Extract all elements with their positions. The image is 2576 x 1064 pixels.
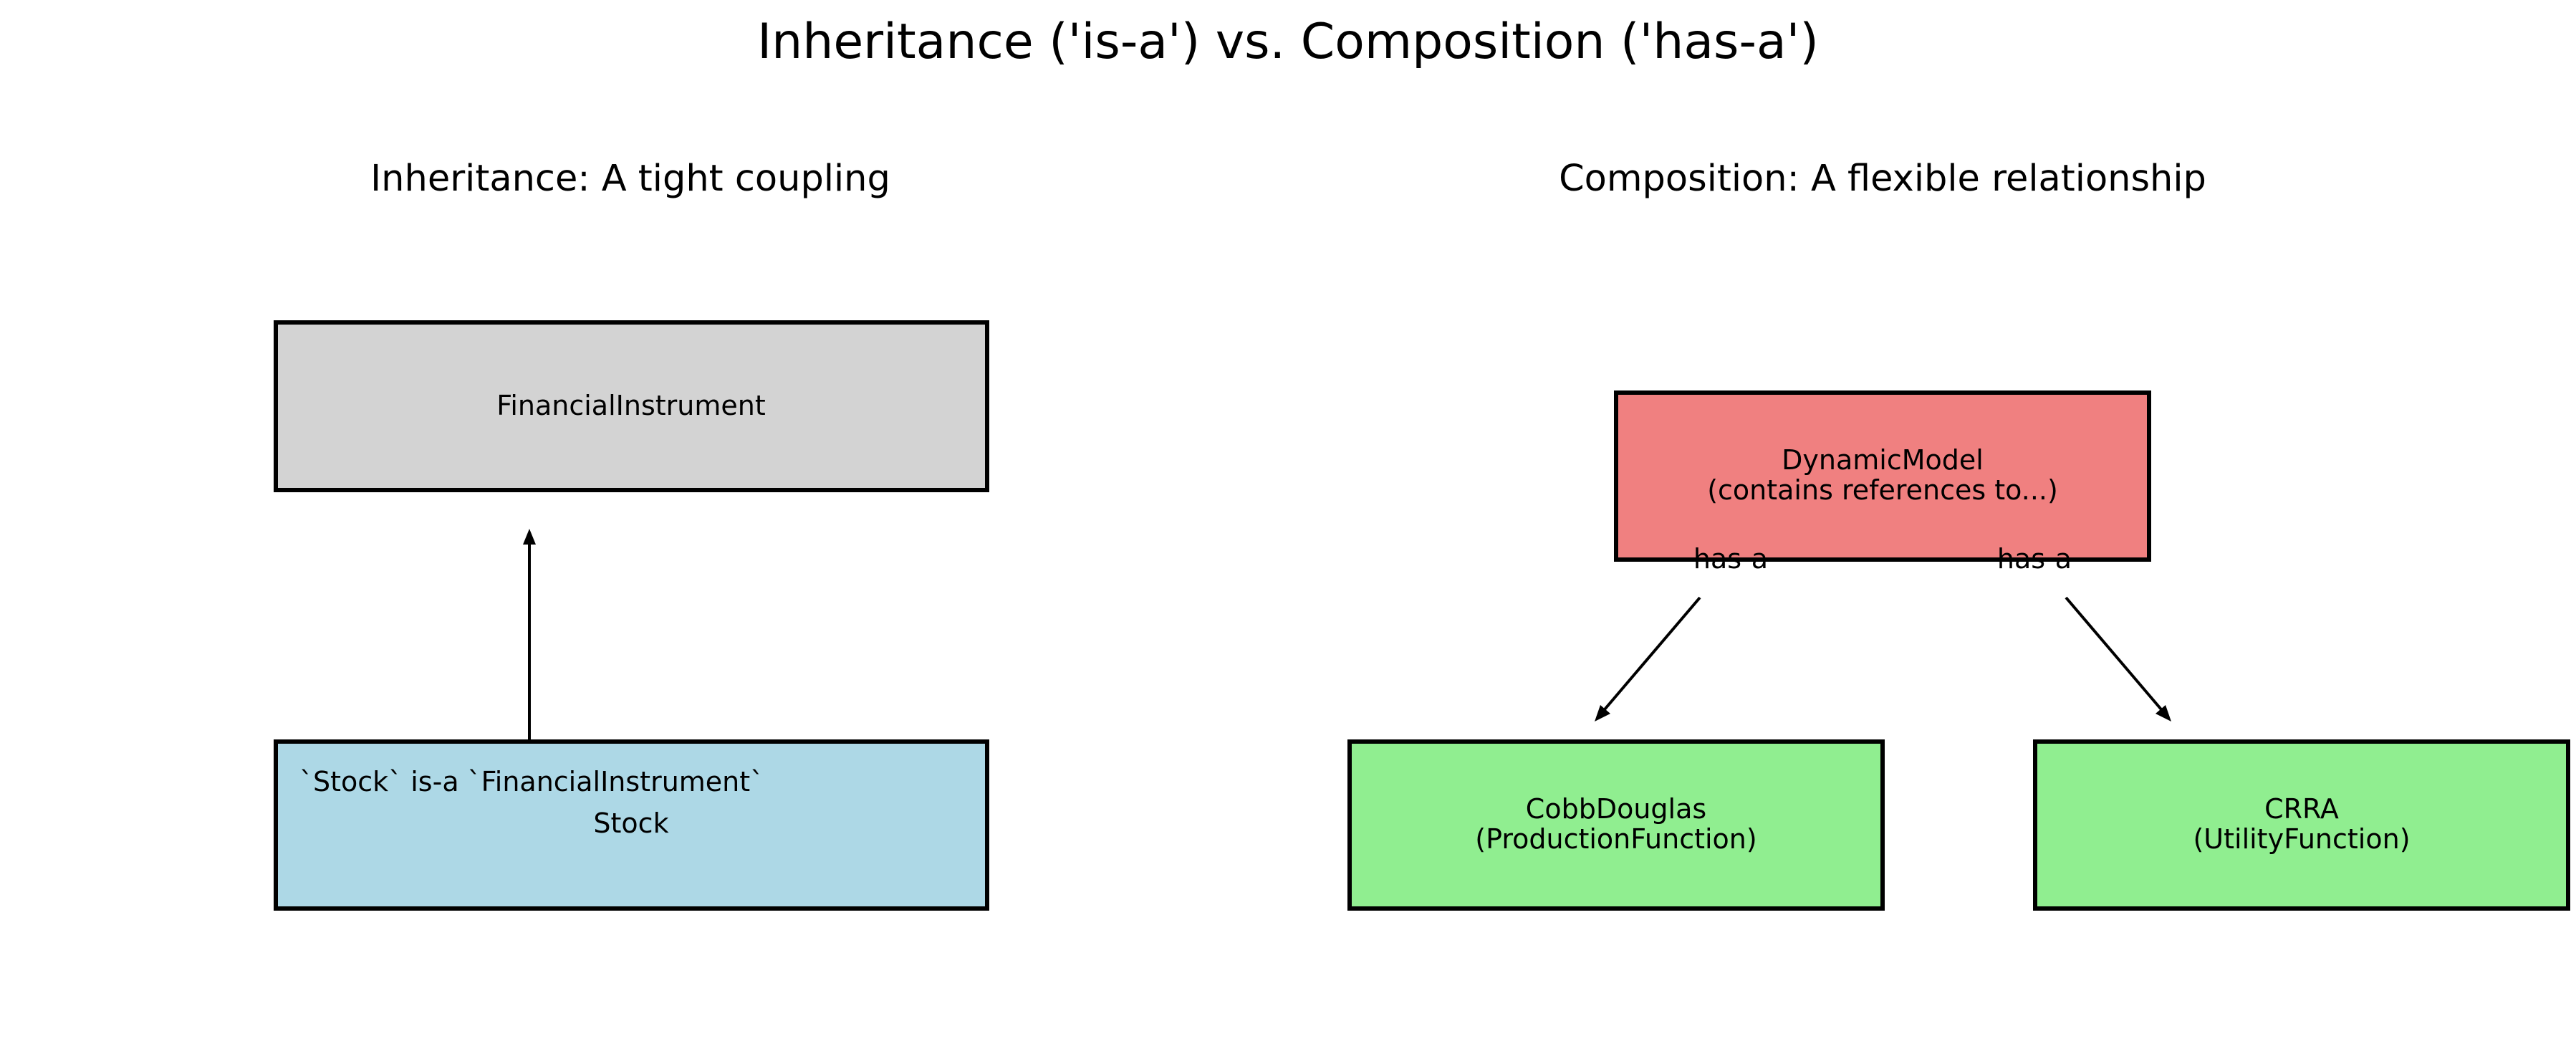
- financial-instrument-box: [274, 320, 989, 492]
- main-title: Inheritance ('is-a') vs. Composition ('h…: [757, 14, 1819, 70]
- inheritance-panel: Inheritance: A tight coupling FinancialI…: [274, 158, 989, 911]
- composition-panel: Composition: A flexible relationship Dyn…: [1347, 158, 2570, 911]
- is-a-arrow: [523, 529, 536, 742]
- dynamic-model-label: DynamicModel: [1782, 444, 1984, 476]
- crra-label: CRRA: [2264, 793, 2339, 825]
- inheritance-title: Inheritance: A tight coupling: [370, 158, 890, 200]
- left-has-a-label: has-a: [1693, 543, 1768, 575]
- right-has-a-label: has-a: [1997, 543, 2072, 575]
- stock-label: Stock: [593, 807, 668, 839]
- financial-instrument-label: FinancialInstrument: [496, 390, 765, 421]
- right-has-a-arrow: [2065, 596, 2171, 722]
- left-has-a-arrow: [1595, 596, 1701, 722]
- cobb-douglas-sublabel: (ProductionFunction): [1475, 823, 1756, 855]
- dynamic-model-box: [1614, 390, 2151, 562]
- stock-note: `Stock` is-a `FinancialInstrument`: [299, 766, 764, 797]
- crra-box: [2033, 739, 2570, 911]
- cobb-douglas-label: CobbDouglas: [1526, 793, 1706, 825]
- dynamic-model-sublabel: (contains references to...): [1707, 474, 2058, 506]
- stock-box: [274, 739, 989, 911]
- crra-sublabel: (UtilityFunction): [2193, 823, 2410, 855]
- cobb-douglas-box: [1347, 739, 1885, 911]
- composition-title: Composition: A flexible relationship: [1559, 158, 2206, 200]
